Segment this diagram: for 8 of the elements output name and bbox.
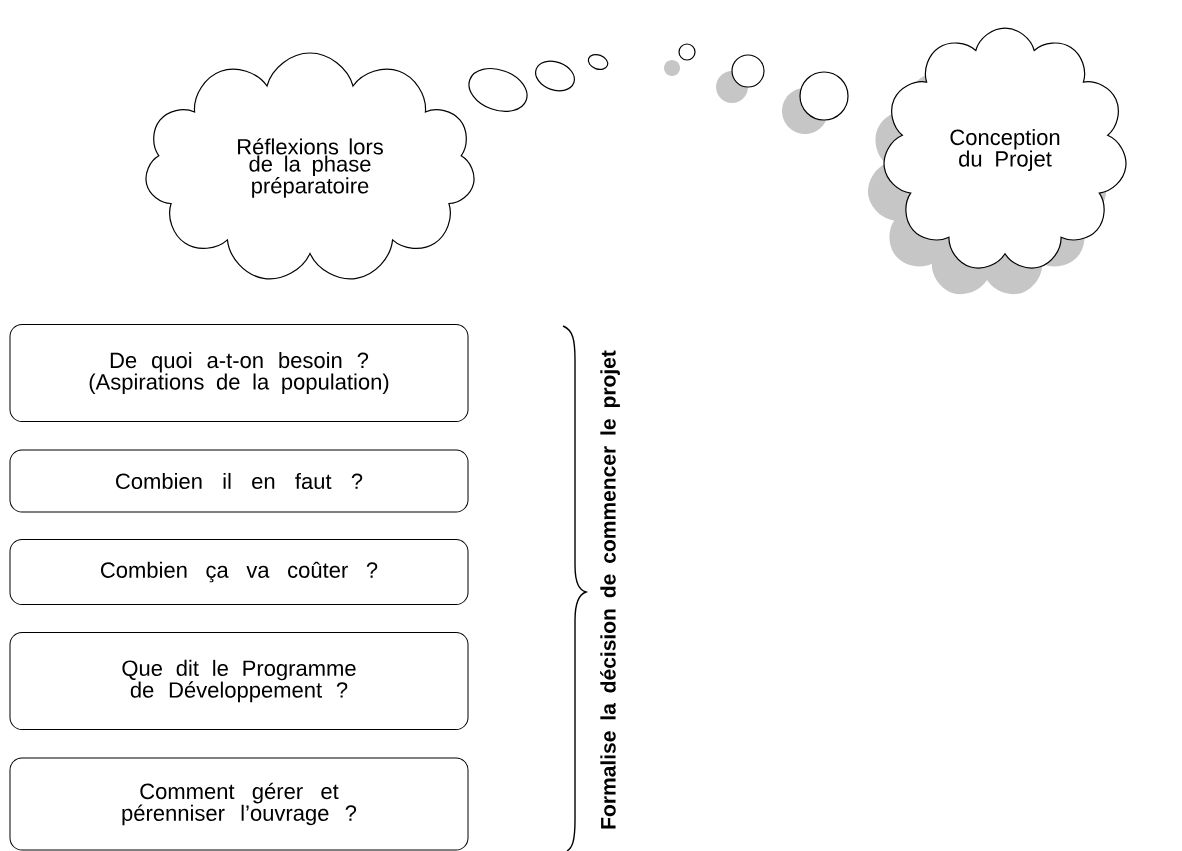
vertical-caption: Formalise la décision de commencer le projet <box>600 350 620 829</box>
question-box: Combien il en faut ? <box>9 449 469 513</box>
thought-cloud: Réflexions lors de la phase préparatoire <box>145 52 475 280</box>
question-box: Que dit le Programme de Développement ? <box>9 632 469 730</box>
question-box: Combien ça va coûter ? <box>9 539 469 605</box>
question-box: De quoi a-t-on besoin ? (Aspirations de la population) <box>9 324 469 422</box>
thought-cloud: Conception du Projet <box>868 27 1127 295</box>
question-box: Comment gérer et pérenniser l’ouvrage ? <box>9 757 469 851</box>
